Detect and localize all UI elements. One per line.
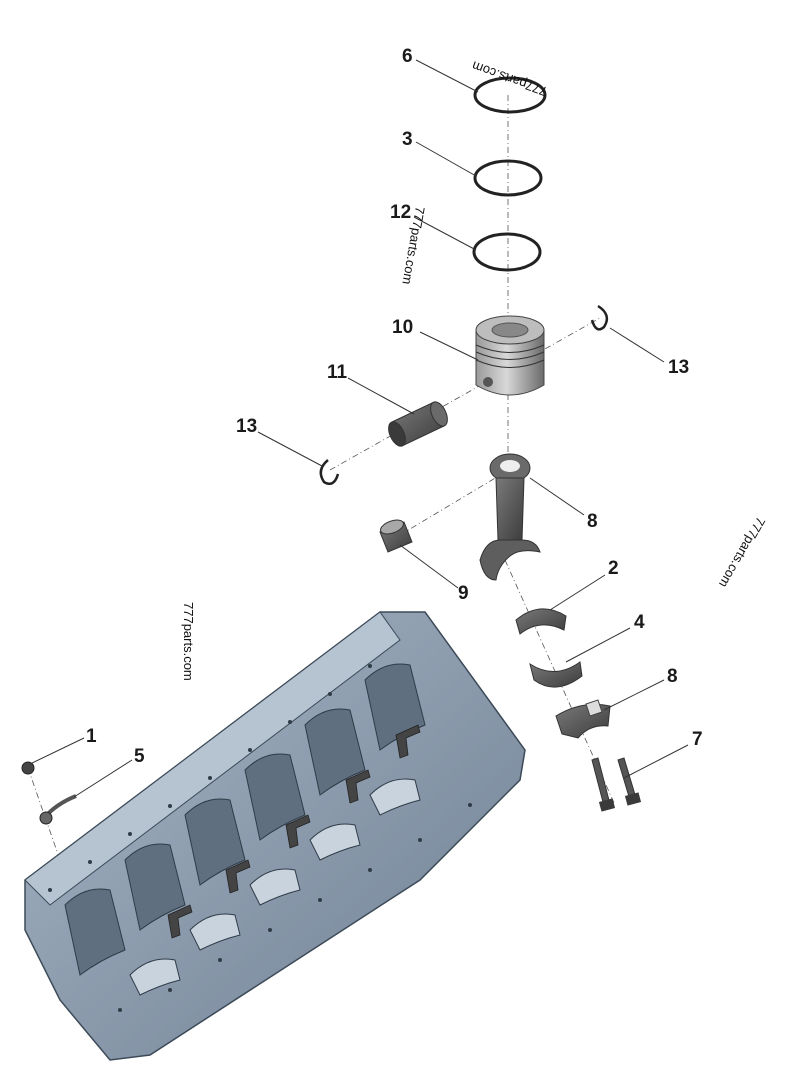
circlip-right-icon	[590, 304, 609, 331]
callout-5: 5	[134, 746, 145, 767]
watermark-right: 777parts.com	[716, 515, 768, 591]
callout-12: 12	[390, 202, 411, 223]
engine-block-icon	[24, 611, 526, 1061]
watermark-left: 777parts.com	[181, 602, 196, 681]
leader-lines	[29, 59, 689, 798]
callout-1: 1	[86, 726, 97, 747]
callout-4: 4	[634, 612, 645, 633]
callout-labels: 6 3 12 10 11 13 13 8 9 2 4 8 7 1 5	[86, 46, 703, 767]
callout-2: 2	[608, 558, 619, 579]
callout-8-cap: 8	[667, 666, 678, 687]
nozzle-icon	[39, 794, 77, 825]
callout-7: 7	[692, 729, 703, 750]
piston-ring-6-icon	[473, 76, 547, 114]
callout-8-rod: 8	[587, 511, 598, 532]
callout-6: 6	[402, 46, 413, 67]
callout-11: 11	[327, 362, 348, 383]
circlip-left-icon	[319, 459, 340, 485]
callout-13-left: 13	[236, 416, 257, 437]
piston-ring-12-icon	[472, 232, 542, 272]
rod-bolt-icon	[591, 757, 642, 812]
callout-13-right: 13	[668, 357, 689, 378]
plug-icon	[21, 761, 35, 775]
bushing-icon	[379, 519, 413, 553]
rod-cap-icon	[555, 699, 611, 739]
connecting-rod-icon	[479, 453, 541, 581]
callout-9: 9	[458, 583, 469, 604]
callout-10: 10	[392, 317, 413, 338]
piston-pin-icon	[388, 401, 448, 447]
piston-icon	[475, 315, 545, 396]
bearing-shell-2-icon	[515, 608, 567, 635]
bearing-shell-4-icon	[529, 661, 583, 688]
callout-3: 3	[402, 129, 413, 150]
watermark-top: 777parts.com	[470, 58, 549, 99]
piston-ring-3-icon	[473, 159, 543, 197]
